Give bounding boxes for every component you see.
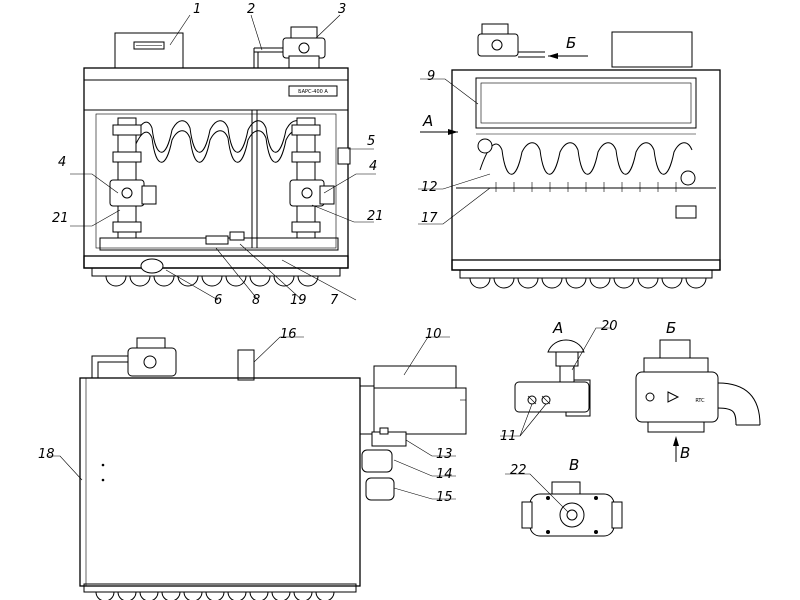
callout-1: 1 <box>193 2 201 17</box>
detail-V-title: В <box>569 456 579 474</box>
nameplate-text: БАРС-400 А <box>298 89 328 95</box>
controller-box <box>114 32 184 69</box>
callout-2: 2 <box>247 2 255 17</box>
side-housing <box>79 377 361 587</box>
callout-20: 20 <box>601 319 618 334</box>
callout-5: 5 <box>367 134 375 149</box>
callout-8: 8 <box>252 293 260 308</box>
callout-13: 13 <box>436 447 453 462</box>
rear-view <box>420 23 721 289</box>
heat-exchanger-coil <box>129 120 305 163</box>
callout-10: 10 <box>425 327 442 342</box>
view-arrow-V: В <box>680 444 690 462</box>
rear-housing <box>451 69 721 271</box>
detail-V <box>521 481 623 537</box>
gas-inlet-6 <box>140 258 164 274</box>
leader-lines <box>48 14 612 513</box>
rear-port-left <box>477 138 493 154</box>
detail-B-title: Б <box>666 319 676 337</box>
callout-21-left: 21 <box>52 211 69 226</box>
callout-9: 9 <box>427 69 435 84</box>
callout-7: 7 <box>330 293 339 308</box>
badge-text: RTC <box>695 398 705 404</box>
detail-A-title: А <box>552 319 563 337</box>
rear-label-plate <box>675 205 697 219</box>
controller-display <box>133 41 165 50</box>
callout-21-right: 21 <box>367 209 384 224</box>
callout-4-left: 4 <box>58 155 66 170</box>
callout-12: 12 <box>421 180 438 195</box>
right-pipe-assembly <box>289 117 335 239</box>
side-view <box>79 337 467 600</box>
view-arrow-A: А <box>422 112 433 130</box>
callout-labels: 1 2 3 4 5 4 21 21 6 8 19 7 9 12 17 10 16… <box>38 2 618 505</box>
callout-17: 17 <box>421 211 438 226</box>
detail-B: RTC <box>635 339 761 462</box>
callout-4-right: 4 <box>369 159 377 174</box>
ignition-unit <box>229 231 245 241</box>
sensor-5 <box>337 147 351 165</box>
callout-19: 19 <box>290 293 307 308</box>
callout-18: 18 <box>38 447 55 462</box>
rear-port-right <box>680 170 696 186</box>
callout-14: 14 <box>436 467 453 482</box>
burner-unit-10 <box>373 387 467 435</box>
detail-A <box>514 339 591 417</box>
bracket-16 <box>237 349 255 381</box>
callout-11: 11 <box>500 429 517 444</box>
gas-valve <box>253 26 326 69</box>
left-pipe-assembly <box>109 117 157 239</box>
flue-hood-9 <box>475 77 697 129</box>
callout-15: 15 <box>436 490 453 505</box>
view-labels: Б А А Б В В <box>422 34 690 474</box>
front-view: БАРС-400 А <box>83 26 351 287</box>
callout-3: 3 <box>338 2 346 17</box>
callout-16: 16 <box>280 327 297 342</box>
view-arrow-B: Б <box>566 34 576 52</box>
callout-6: 6 <box>214 293 222 308</box>
nameplate-frame <box>288 85 338 97</box>
terminal-block <box>205 235 229 245</box>
callout-22: 22 <box>510 463 527 478</box>
